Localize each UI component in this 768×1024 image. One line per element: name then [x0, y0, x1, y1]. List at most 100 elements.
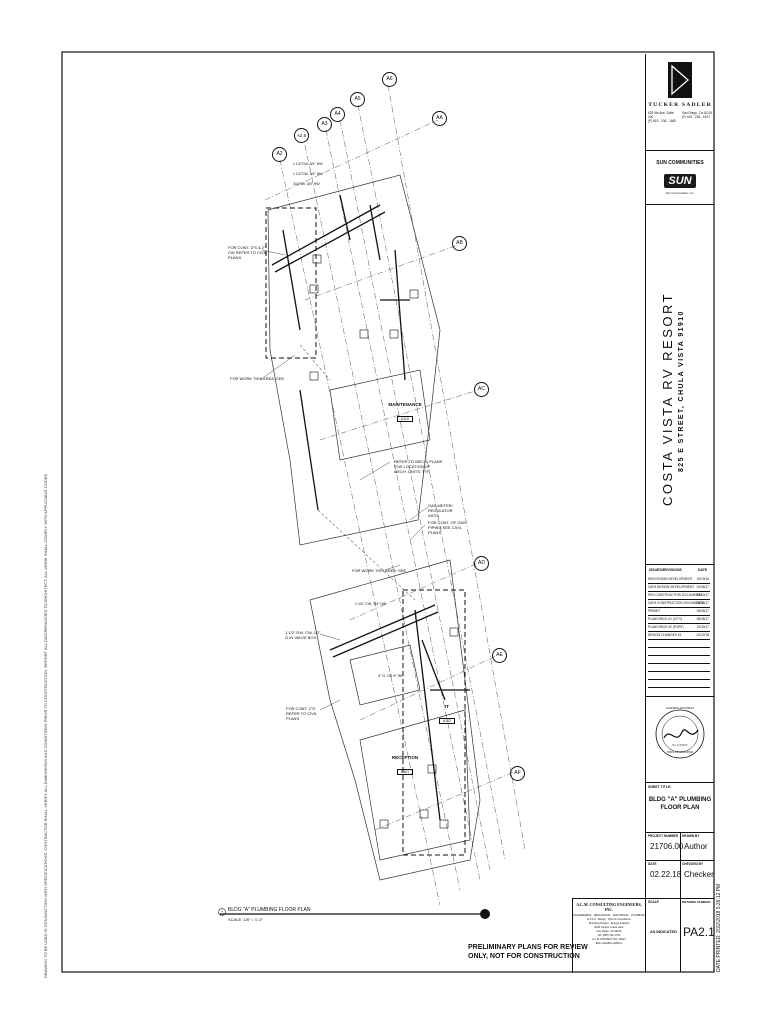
note-pipe-size-2: 1 1/2"CW, 3/4" HW [293, 172, 323, 176]
revision-date: 08/28/17 [696, 617, 709, 621]
stamp-text-bottom: STATE OF CALIFORNIA [666, 751, 694, 754]
revision-desc: PLANCHECK #1 (CITY) [648, 617, 683, 621]
revision-row-empty [648, 648, 710, 656]
note-civil-plans: FOR CONT. 3"S & 2" CW REFER TO CIVIL PLA… [228, 245, 267, 260]
revision-row: PLANCHECK #2 (PORT) 10/30/17 [648, 624, 710, 632]
project-number: 21706.00 [650, 842, 684, 851]
room-tag-reception: RECEPTION A101 [385, 755, 425, 778]
revision-desc: PERMIT [648, 609, 661, 613]
fixtures [309, 254, 459, 829]
drawn-by-label: DRAWN BY [682, 834, 700, 838]
room-number: A110 [397, 416, 413, 422]
revision-desc: 90% CONSTRUCTION DOCUMENTS [648, 593, 703, 597]
firm-name: TUCKER SADLER [648, 102, 712, 108]
issue-date: 02.22.18 [650, 870, 682, 879]
scale-label: SCALE [648, 900, 659, 904]
project-number-label: PROJECT NUMBER [648, 834, 678, 838]
stamp-text-top: LICENSED ARCHITECT [665, 707, 695, 710]
drawing-number-circle [218, 908, 226, 916]
revisions-header: ISSUES/REVISIONS [649, 568, 682, 572]
firm-logo-icon [668, 62, 692, 98]
grid-bubble: A6 [382, 72, 397, 87]
consultant-block: A.L.M. CONSULTING ENGINEERS, INC. ENGINE… [572, 898, 645, 973]
note-gas-piping: FOR CONT. OF GAS PIPING SEE CIVIL PLANS [428, 520, 466, 535]
drawing-number-value: PA2.1 [683, 925, 715, 939]
drawing-number: 1 [221, 909, 223, 913]
revisions-date-header: DATE [698, 568, 708, 572]
building-walls [267, 174, 481, 881]
client-logo-sub: Sun Communities, Inc. [665, 191, 695, 195]
consultant-details: ENGINEERING · MECHANICAL · ELECTRICAL · … [573, 914, 645, 946]
note-pipe-size-1: 1 1/2"CW, 3/4" HW [293, 162, 323, 166]
consultant-line: H.V.A.C. Design · Title 24 Compliance [587, 918, 631, 921]
checked-by: Checker [684, 870, 714, 879]
note-valve-box: 1 1/2" DW, CW, 1/2" G IN VALVE BOX [285, 630, 321, 640]
sheet-title-line-1: BLDG "A" PLUMBING [648, 797, 712, 803]
grid-bubble: AC [474, 382, 489, 397]
revision-date: 10/19/16 [696, 577, 709, 581]
note-see-area: FOR WORK THIS AREA, SEE [230, 376, 285, 381]
north-arrow-icon [480, 909, 490, 919]
revision-date: 06/05/17 [696, 609, 709, 613]
scale-value: AS INDICATED [650, 930, 677, 934]
firm-phone: (F) 619 . 236 . 1627 [682, 115, 710, 119]
revision-desc: 50% DESIGN DEVELOPMENT [648, 577, 693, 581]
firm-address-line: San Diego, Ca 92101 [682, 111, 713, 115]
revision-row-empty [648, 656, 710, 664]
project-address: 825 E STREET, CHULA VISTA 91910 [678, 310, 685, 472]
room-number: A101 [396, 769, 414, 775]
preliminary-disclaimer: PRELIMINARY PLANS FOR REVIEW ONLY, NOT F… [468, 943, 588, 961]
revision-desc: PLANCHECK #2 (PORT) [648, 625, 684, 629]
room-name: IT [445, 704, 449, 709]
grid-bubble: AF [510, 766, 525, 781]
consultant-line: ENGINEERING · MECHANICAL · ELECTRICAL · … [573, 914, 645, 917]
note-see-area-2: FOR WORK THIS AREA, SEE [352, 568, 407, 573]
revision-row-empty [648, 672, 710, 680]
revision-date: 01/06/17 [696, 585, 709, 589]
plumbing-pipes [271, 194, 470, 821]
drawing-scale: SCALE: 1/8" = 1'-0" [228, 917, 263, 922]
firm-address-line: 625 5th Ave, Suite 200 [648, 111, 674, 119]
title-block: TUCKER SADLER 625 5th Ave, Suite 200 (P)… [645, 54, 715, 972]
consultant-line: Plumbing Design · Energy Analysis [588, 922, 630, 925]
consultant-line: BFA: Ariel/Bon Aj/Bons [595, 942, 623, 945]
client-name: SUN COMMUNITIES [656, 160, 704, 166]
grid-bubble: A4 [330, 107, 345, 122]
sheet-title-label: SHEET TITLE: [648, 785, 672, 789]
sheet-title-line-2: FLOOR PLAN [660, 805, 700, 811]
grid-bubble: A2.5 [294, 128, 309, 143]
leader-lines [259, 249, 429, 711]
gas-line [299, 344, 416, 601]
grid-bubble: A2 [272, 147, 287, 162]
revision-row-empty [648, 640, 710, 648]
room-number: A102 [438, 718, 456, 724]
firm-phone: (P) 619 . 236 . 1662 [648, 119, 677, 123]
revision-date: 10/30/17 [696, 625, 709, 629]
consultant-name: A.L.M. CONSULTING ENGINEERS, INC. [576, 902, 642, 912]
revision-desc: DESIGN CHANGES #1 [648, 633, 682, 637]
drawing-title: BLDG "A" PLUMBING FLOOR PLAN [228, 907, 310, 913]
consultant-line: San Diego, CA 92126 [596, 930, 622, 933]
note-cont-gas: FOR CONT. 2"G REFER TO CIVIL PLANS [286, 706, 318, 721]
checked-by-label: CHECKED BY [682, 862, 704, 866]
grid-bubble: AB [452, 236, 467, 251]
grid-bubble: AA [432, 111, 447, 126]
room-tag-it: IT A102 [432, 704, 462, 727]
grid-lines [264, 84, 526, 906]
consultant-line: Tel: (858) 792-1700 [597, 934, 621, 937]
revision-desc: 100% CONSTRUCTION DOCUMENTS [648, 601, 705, 605]
revision-row: PLANCHECK #1 (CITY) 08/28/17 [648, 616, 710, 624]
disclaimer-line-1: PRELIMINARY PLANS FOR REVIEW [468, 944, 588, 951]
drawing-title-text: BLDG "A" PLUMBING FLOOR PLAN [228, 907, 311, 913]
room-name: MAINTENANCE [388, 402, 422, 407]
drawn-by: Author [684, 842, 708, 851]
revision-row-empty [648, 680, 710, 688]
plot-date: DATE PRINTED: 2/22/2018 5:26:12 PM [716, 883, 722, 972]
consultant-line: 8330 Juniper Creek Lane [594, 926, 624, 929]
